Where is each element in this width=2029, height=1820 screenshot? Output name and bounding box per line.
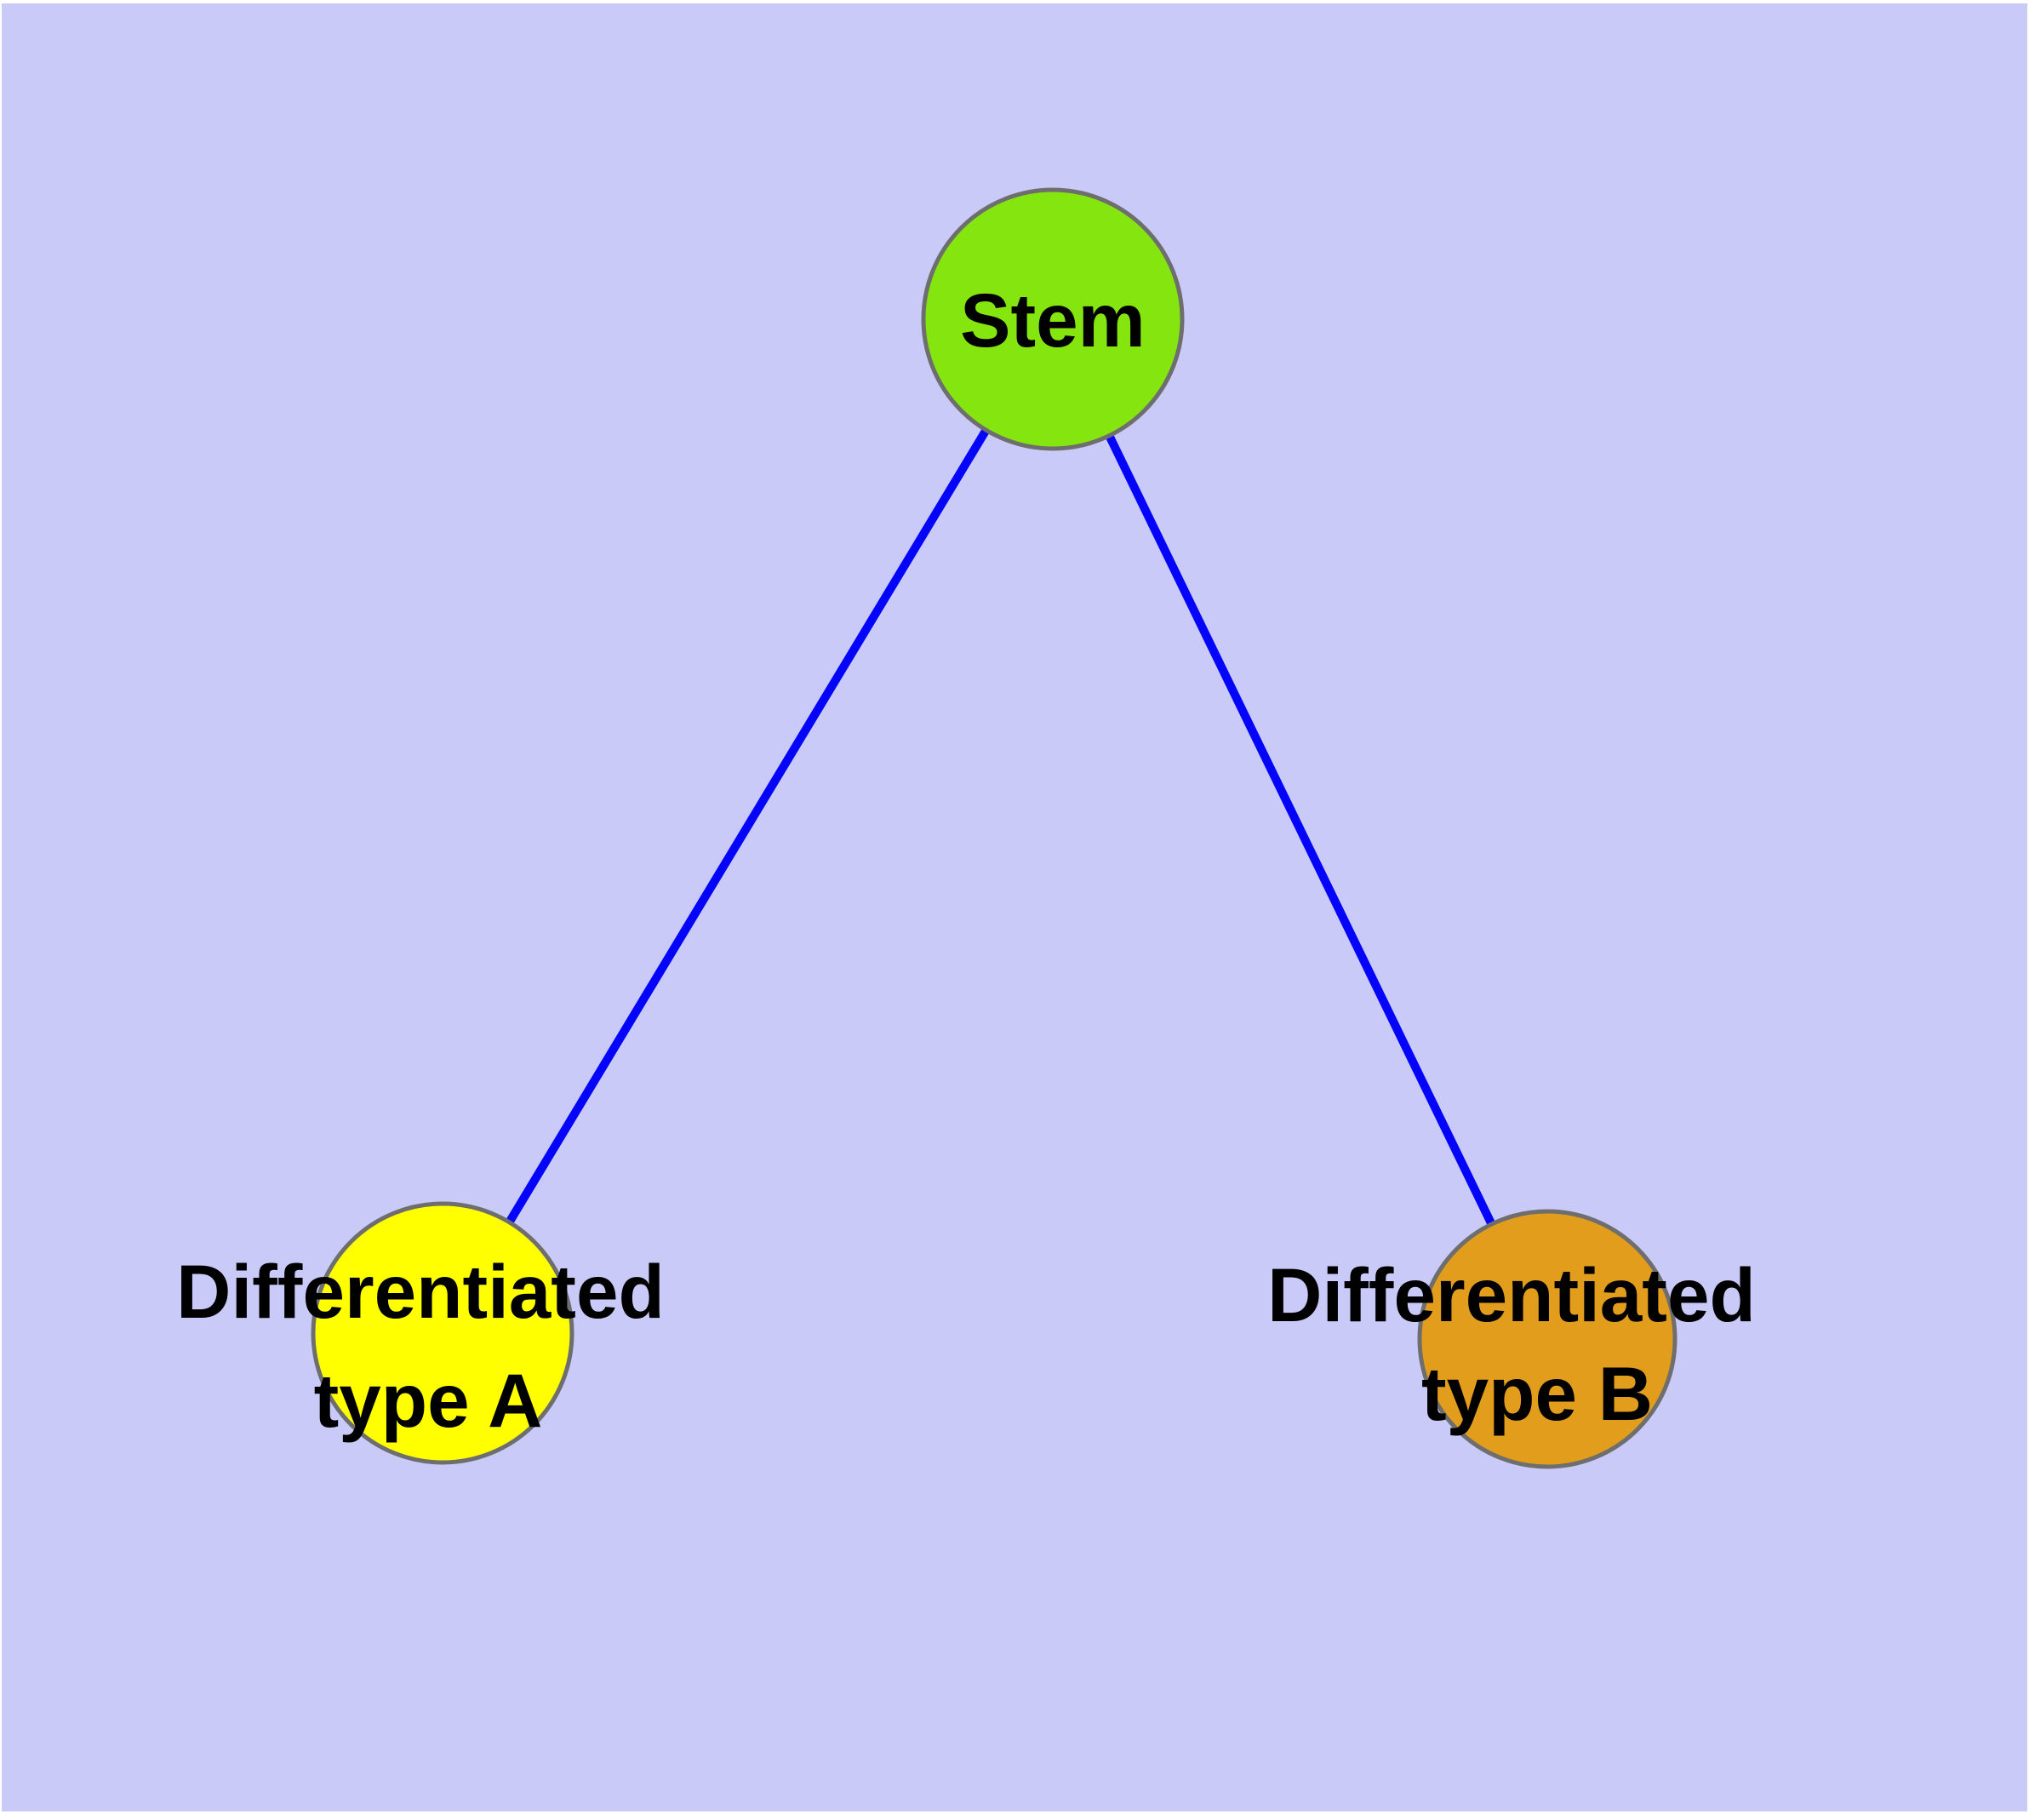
edge-stem-to-type-a <box>438 317 1057 1336</box>
node-type-a-label-line1: Differentiated <box>176 1249 665 1334</box>
node-differentiated-type-a <box>311 1201 574 1465</box>
node-type-b-label-line1: Differentiated <box>1267 1252 1756 1337</box>
node-stem <box>921 187 1185 451</box>
node-differentiated-type-b <box>1417 1209 1677 1469</box>
edge-stem-to-type-b <box>1049 317 1552 1342</box>
node-type-a-label-line2: type A <box>314 1358 543 1443</box>
node-type-b-label-line2: type B <box>1421 1351 1653 1436</box>
node-stem-label: Stem <box>960 278 1146 363</box>
